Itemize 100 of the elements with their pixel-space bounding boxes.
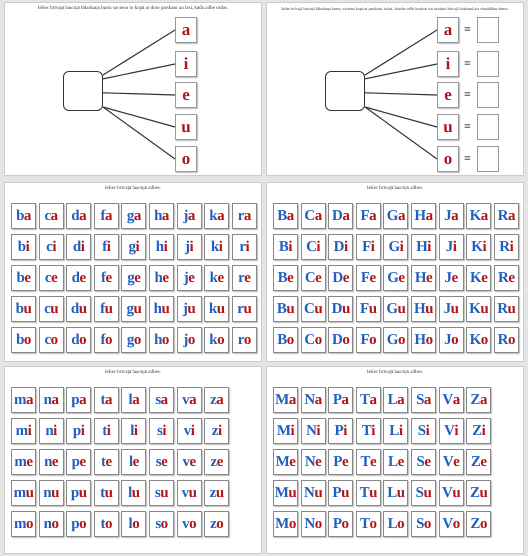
syllable-card: Ca	[300, 203, 326, 229]
syllable-card: ju	[176, 296, 202, 322]
worksheet-page	[4, 182, 262, 362]
syllable-card: ze	[204, 449, 230, 475]
syllable-card: Ga	[383, 203, 408, 229]
syllable-card: Di	[328, 234, 354, 260]
syllable-card: Na	[300, 387, 326, 413]
syllable-card: Ci	[300, 234, 326, 260]
syllable-card: be	[11, 265, 36, 291]
worksheet-page	[4, 2, 262, 176]
syllable-card: go	[121, 327, 146, 353]
syllable-card: Pi	[328, 418, 354, 444]
letter-card: a	[175, 17, 197, 43]
syllable-card: te	[94, 449, 119, 475]
syllable-card: du	[66, 296, 92, 322]
syllable-card: to	[94, 511, 119, 537]
syllable-card: Te	[356, 449, 381, 475]
syllable-card: lo	[121, 511, 146, 537]
letter-card: o	[175, 146, 197, 172]
worksheet-page	[4, 366, 262, 554]
letter-card: e	[437, 82, 459, 108]
syllable-card: Go	[383, 327, 408, 353]
syllable-card: No	[300, 511, 326, 537]
connector-line	[364, 63, 438, 80]
syllable-card: fa	[94, 203, 119, 229]
equals-sign: =	[464, 56, 471, 71]
syllable-card: hi	[149, 234, 174, 260]
syllable-card: Pa	[328, 387, 354, 413]
syllable-card: bo	[11, 327, 36, 353]
syllable-card: Zu	[466, 480, 492, 506]
syllable-card: Po	[328, 511, 354, 537]
syllable-card: Bi	[273, 234, 298, 260]
syllable-card: Ka	[466, 203, 492, 229]
syllable-card: lu	[121, 480, 146, 506]
equals-sign: =	[464, 151, 471, 166]
letter-card: i	[437, 51, 459, 77]
syllable-card: Cu	[300, 296, 326, 322]
syllable-card: Tu	[356, 480, 381, 506]
syllable-card: Va	[438, 387, 464, 413]
letter-card: a	[437, 17, 459, 43]
syllable-card: So	[411, 511, 436, 537]
syllable-card: ko	[204, 327, 230, 353]
syllable-card: Je	[438, 265, 464, 291]
syllable-card: Ge	[383, 265, 408, 291]
syllable-card: na	[38, 387, 64, 413]
syllable-card: su	[149, 480, 174, 506]
letter-card: i	[175, 51, 197, 77]
syllable-card: mo	[11, 511, 36, 537]
syllable-card: fo	[94, 327, 119, 353]
syllable-card: ma	[11, 387, 36, 413]
syllable-card: he	[149, 265, 174, 291]
syllable-card: Re	[494, 265, 519, 291]
syllable-card: vu	[176, 480, 202, 506]
syllable-card: le	[121, 449, 146, 475]
syllable-card: bi	[11, 234, 36, 260]
syllable-card: ro	[232, 327, 257, 353]
connector-line	[102, 106, 176, 128]
syllable-card: To	[356, 511, 381, 537]
connector-line	[364, 92, 438, 96]
syllable-card: ku	[204, 296, 230, 322]
syllable-card: zo	[204, 511, 230, 537]
syllable-card: di	[66, 234, 92, 260]
syllable-card: ha	[149, 203, 174, 229]
syllable-card: fi	[94, 234, 119, 260]
syllable-card: Zo	[466, 511, 492, 537]
syllable-card: Ve	[438, 449, 464, 475]
empty-box	[325, 71, 365, 111]
syllable-card: sa	[149, 387, 174, 413]
syllable-card: ci	[38, 234, 64, 260]
syllable-card: Gu	[383, 296, 408, 322]
syllable-card: Ni	[300, 418, 326, 444]
syllable-card: co	[38, 327, 64, 353]
syllable-card: Nu	[300, 480, 326, 506]
syllable-card: Hi	[411, 234, 436, 260]
syllable-card: me	[11, 449, 36, 475]
syllable-card: ti	[94, 418, 119, 444]
syllable-card: Me	[273, 449, 298, 475]
syllable-card: pe	[66, 449, 92, 475]
syllable-card: Ne	[300, 449, 326, 475]
syllable-card: ce	[38, 265, 64, 291]
worksheet-page	[266, 366, 524, 554]
syllable-card: Ce	[300, 265, 326, 291]
syllable-card: Ji	[438, 234, 464, 260]
equals-sign: =	[464, 119, 471, 134]
syllable-card: ki	[204, 234, 230, 260]
syllable-card: Ha	[411, 203, 436, 229]
syllable-card: pu	[66, 480, 92, 506]
syllable-card: tu	[94, 480, 119, 506]
syllable-card: re	[232, 265, 257, 291]
syllable-card: ni	[38, 418, 64, 444]
syllable-card: Sa	[411, 387, 436, 413]
empty-box	[63, 71, 103, 111]
syllable-card: ne	[38, 449, 64, 475]
syllable-card: ri	[232, 234, 257, 260]
syllable-card: pa	[66, 387, 92, 413]
answer-box	[477, 17, 499, 43]
syllable-card: la	[121, 387, 146, 413]
syllable-card: Fi	[356, 234, 381, 260]
syllable-card: da	[66, 203, 92, 229]
syllable-card: Jo	[438, 327, 464, 353]
